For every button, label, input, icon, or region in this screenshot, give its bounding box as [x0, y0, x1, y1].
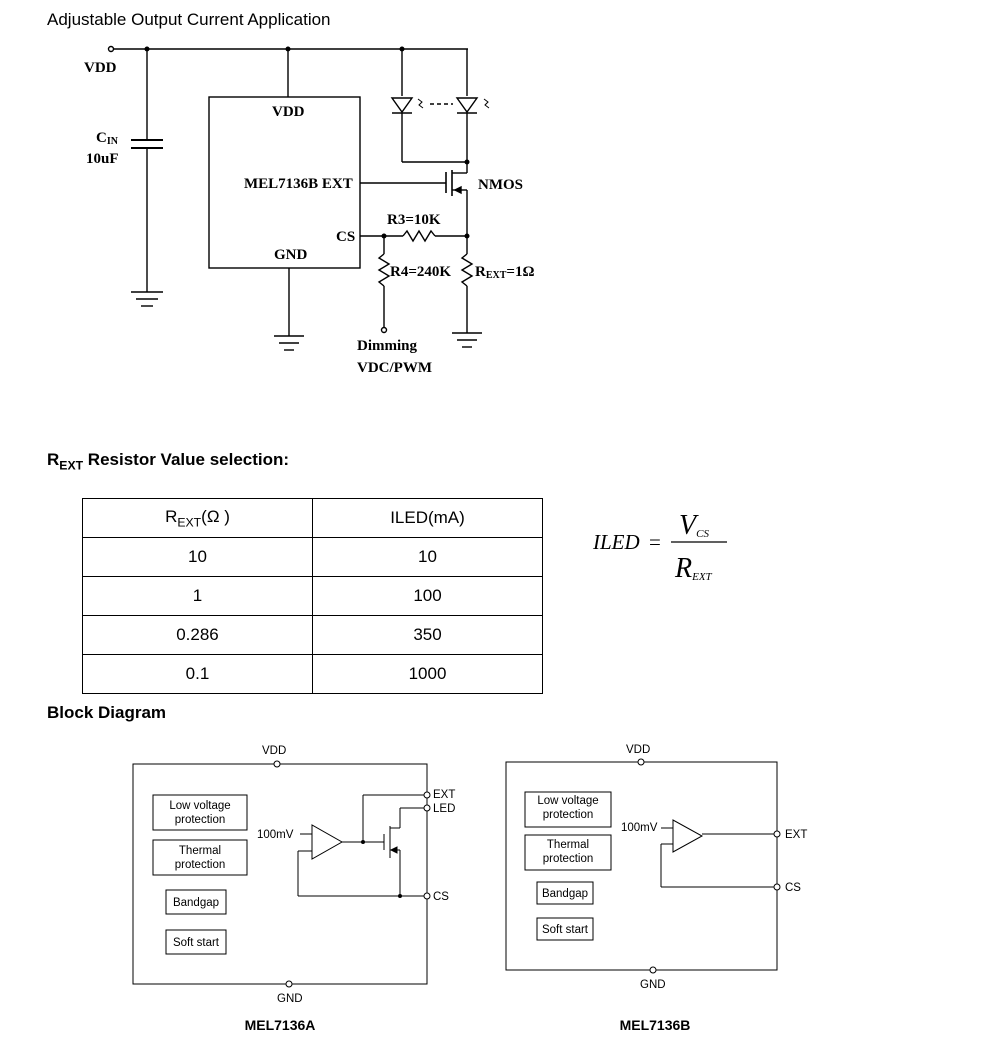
b-vdd-label: VDD	[626, 744, 650, 756]
b-lvp-line1: Low voltage	[537, 795, 598, 807]
iled-cell: 350	[312, 615, 543, 655]
rext-cell: 1	[82, 576, 313, 616]
a-thermal-line2: protection	[175, 859, 226, 871]
table-row: 0.1 1000	[82, 654, 543, 694]
ic-name-ext: MEL7136B EXT	[244, 176, 353, 192]
rext-cell: 0.1	[82, 654, 313, 694]
a-thermal-line1: Thermal	[179, 845, 221, 857]
vdd-terminal	[107, 45, 115, 53]
dimming-type: VDC/PWM	[357, 360, 432, 376]
application-schematic: VDD CIN 10uF VDD MEL7136B EXT CS GND NMO…	[84, 45, 534, 376]
b-softstart-label: Soft start	[542, 924, 589, 936]
cin-value: 10uF	[86, 151, 119, 167]
iled-formula: ILED = VCS REXT	[592, 510, 727, 584]
cin-label: CIN	[96, 130, 119, 147]
r4-label: R4=240K	[390, 264, 451, 280]
a-ext-label: EXT	[433, 789, 455, 801]
b-ext-label: EXT	[785, 829, 807, 841]
table-row: 10 10	[82, 537, 543, 577]
table-header-row: REXT(Ω ) ILED(mA)	[82, 498, 543, 538]
application-title: Adjustable Output Current Application	[47, 10, 331, 29]
a-lvp-line2: protection	[175, 814, 226, 826]
formula-lhs: ILED	[592, 530, 640, 554]
b-bandgap-label: Bandgap	[542, 888, 588, 900]
formula-numerator: VCS	[679, 510, 709, 541]
iled-cell: 100	[312, 576, 543, 616]
a-led-label: LED	[433, 803, 455, 815]
ic-gnd-pin: GND	[274, 247, 308, 263]
formula-denominator: REXT	[674, 553, 713, 584]
a-ref-label: 100mV	[257, 829, 294, 841]
table-row: 0.286 350	[82, 615, 543, 655]
a-cs-label: CS	[433, 891, 449, 903]
a-vdd-label: VDD	[262, 745, 286, 757]
a-bandgap-label: Bandgap	[173, 897, 219, 909]
b-cs-label: CS	[785, 882, 801, 894]
rext-heading: REXT Resistor Value selection:	[47, 450, 290, 473]
b-thermal-line1: Thermal	[547, 839, 589, 851]
led-icon	[390, 97, 414, 114]
block-diagram-a: VDD GND Low voltage protection Thermal p…	[132, 745, 455, 1033]
table-row: 1 100	[82, 576, 543, 616]
b-thermal-line2: protection	[543, 853, 594, 865]
b-caption: MEL7136B	[620, 1017, 691, 1033]
rext-cell: 10	[82, 537, 313, 577]
a-softstart-label: Soft start	[173, 937, 220, 949]
rext-table: REXT(Ω ) ILED(mA) 10 10 1 100 0.286 350 …	[82, 498, 543, 694]
a-lvp-line1: Low voltage	[169, 800, 230, 812]
vdd-label: VDD	[84, 60, 117, 76]
b-ref-label: 100mV	[621, 822, 658, 834]
iled-cell: 10	[312, 537, 543, 577]
rext-label: REXT=1Ω	[475, 264, 534, 281]
col-rext-header: REXT(Ω )	[82, 498, 313, 538]
dimming-label: Dimming	[357, 338, 418, 354]
formula-eq: =	[649, 530, 661, 554]
iled-cell: 1000	[312, 654, 543, 694]
rext-cell: 0.286	[82, 615, 313, 655]
r3-label: R3=10K	[387, 212, 441, 228]
block-diagram-b: VDD GND Low voltage protection Thermal p…	[505, 744, 807, 1033]
led-icon	[455, 97, 479, 114]
nmos-label: NMOS	[478, 177, 523, 193]
a-caption: MEL7136A	[245, 1017, 316, 1033]
b-lvp-line2: protection	[543, 809, 594, 821]
block-diagram-heading: Block Diagram	[47, 703, 167, 722]
col-iled-header: ILED(mA)	[312, 498, 543, 538]
a-gnd-label: GND	[277, 993, 303, 1005]
ic-vdd-pin: VDD	[272, 104, 305, 120]
b-gnd-label: GND	[640, 979, 666, 991]
ic-cs-pin: CS	[336, 229, 355, 245]
